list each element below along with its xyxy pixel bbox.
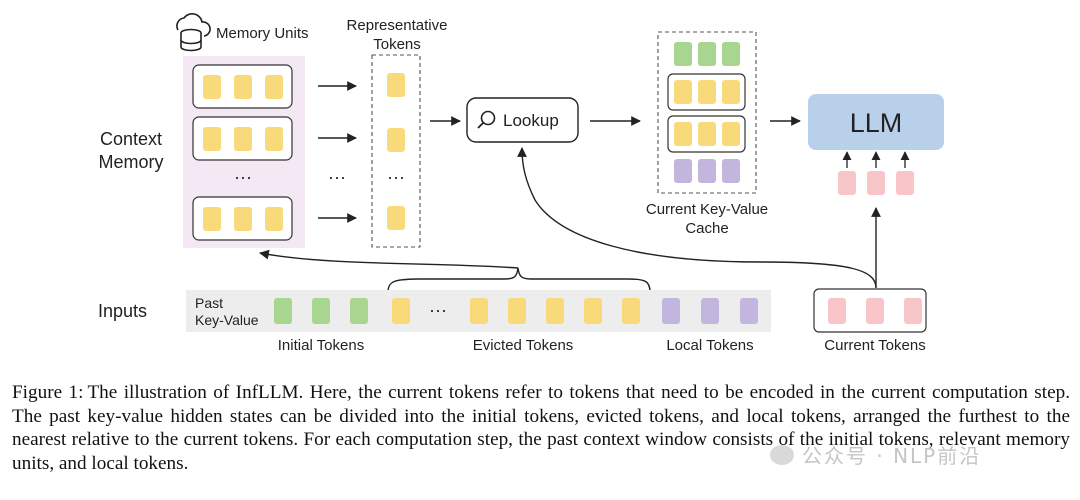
kv-cache-token — [698, 159, 716, 183]
rep-ellipsis: ··· — [387, 167, 405, 187]
memory-token — [265, 127, 283, 151]
kv-cache-label-2: Cache — [685, 220, 728, 237]
database-icon — [176, 13, 211, 52]
arrow — [259, 249, 519, 269]
representative-tokens-label-1: Representative — [347, 17, 448, 34]
llm-box — [808, 94, 944, 150]
token-squares — [203, 42, 922, 324]
kv-cache-token — [674, 42, 692, 66]
kv-cache-token — [722, 159, 740, 183]
memory-token — [203, 207, 221, 231]
memory-token — [203, 127, 221, 151]
wechat-logo-icon — [770, 444, 794, 465]
evicted-token — [584, 298, 602, 324]
current-token — [838, 171, 856, 195]
watermark: 公众号 · NLP前沿 — [770, 440, 981, 469]
current-token — [828, 298, 846, 324]
context-memory-label-2: Memory — [98, 152, 163, 172]
memory-units-label: Memory Units — [216, 25, 309, 42]
kv-cache-token — [722, 80, 740, 104]
arrow-ellipsis: ··· — [328, 167, 346, 187]
current-token — [904, 298, 922, 324]
kv-cache-token — [722, 122, 740, 146]
current-token — [896, 171, 914, 195]
memory-ellipsis: ··· — [234, 167, 252, 187]
caption-text: The illustration of InfLLM. Here, the cu… — [12, 382, 1070, 474]
arrow — [517, 147, 877, 289]
initial-tokens-label: Initial Tokens — [278, 337, 364, 354]
past-kv-label-1: Past — [195, 295, 223, 311]
current-token — [867, 171, 885, 195]
context-memory-label-1: Context — [100, 129, 162, 149]
current-token — [866, 298, 884, 324]
memory-token — [265, 207, 283, 231]
initial-token — [312, 298, 330, 324]
evicted-ellipsis: ··· — [429, 300, 447, 320]
representative-token — [387, 128, 405, 152]
evicted-tokens-label: Evicted Tokens — [473, 337, 574, 354]
past-kv-label-2: Key-Value — [195, 312, 259, 328]
evicted-bracket — [387, 267, 651, 293]
caption-label: Figure 1: — [12, 382, 84, 403]
representative-tokens-box — [371, 54, 421, 248]
kv-cache-token — [674, 122, 692, 146]
kv-cache-token — [674, 159, 692, 183]
representative-token — [387, 73, 405, 97]
memory-token — [203, 75, 221, 99]
memory-token — [234, 207, 252, 231]
kv-cache-token — [698, 42, 716, 66]
evicted-token — [392, 298, 410, 324]
kv-cache-label-1: Current Key-Value — [646, 201, 768, 218]
kv-cache-token — [698, 80, 716, 104]
local-token — [662, 298, 680, 324]
lookup-label: Lookup — [503, 111, 559, 130]
representative-token — [387, 206, 405, 230]
figure-caption: Figure 1:The illustration of InfLLM. Her… — [12, 381, 1070, 475]
representative-tokens-label-2: Tokens — [373, 36, 421, 53]
lookup-box — [466, 97, 579, 143]
local-token — [701, 298, 719, 324]
local-tokens-label: Local Tokens — [666, 337, 753, 354]
evicted-token — [622, 298, 640, 324]
memory-token — [234, 75, 252, 99]
watermark-text: 公众号 · NLP前沿 — [802, 444, 982, 468]
kv-cache-box — [657, 31, 757, 194]
memory-token — [234, 127, 252, 151]
kv-cache-token — [698, 122, 716, 146]
current-tokens-label: Current Tokens — [824, 337, 925, 354]
inputs-label: Inputs — [98, 301, 147, 321]
initial-token — [350, 298, 368, 324]
evicted-token — [546, 298, 564, 324]
memory-token — [265, 75, 283, 99]
evicted-token — [508, 298, 526, 324]
magnifier-icon — [477, 110, 496, 129]
local-token — [740, 298, 758, 324]
initial-token — [274, 298, 292, 324]
llm-label: LLM — [850, 108, 903, 138]
evicted-token — [470, 298, 488, 324]
kv-cache-token — [722, 42, 740, 66]
kv-cache-token — [674, 80, 692, 104]
